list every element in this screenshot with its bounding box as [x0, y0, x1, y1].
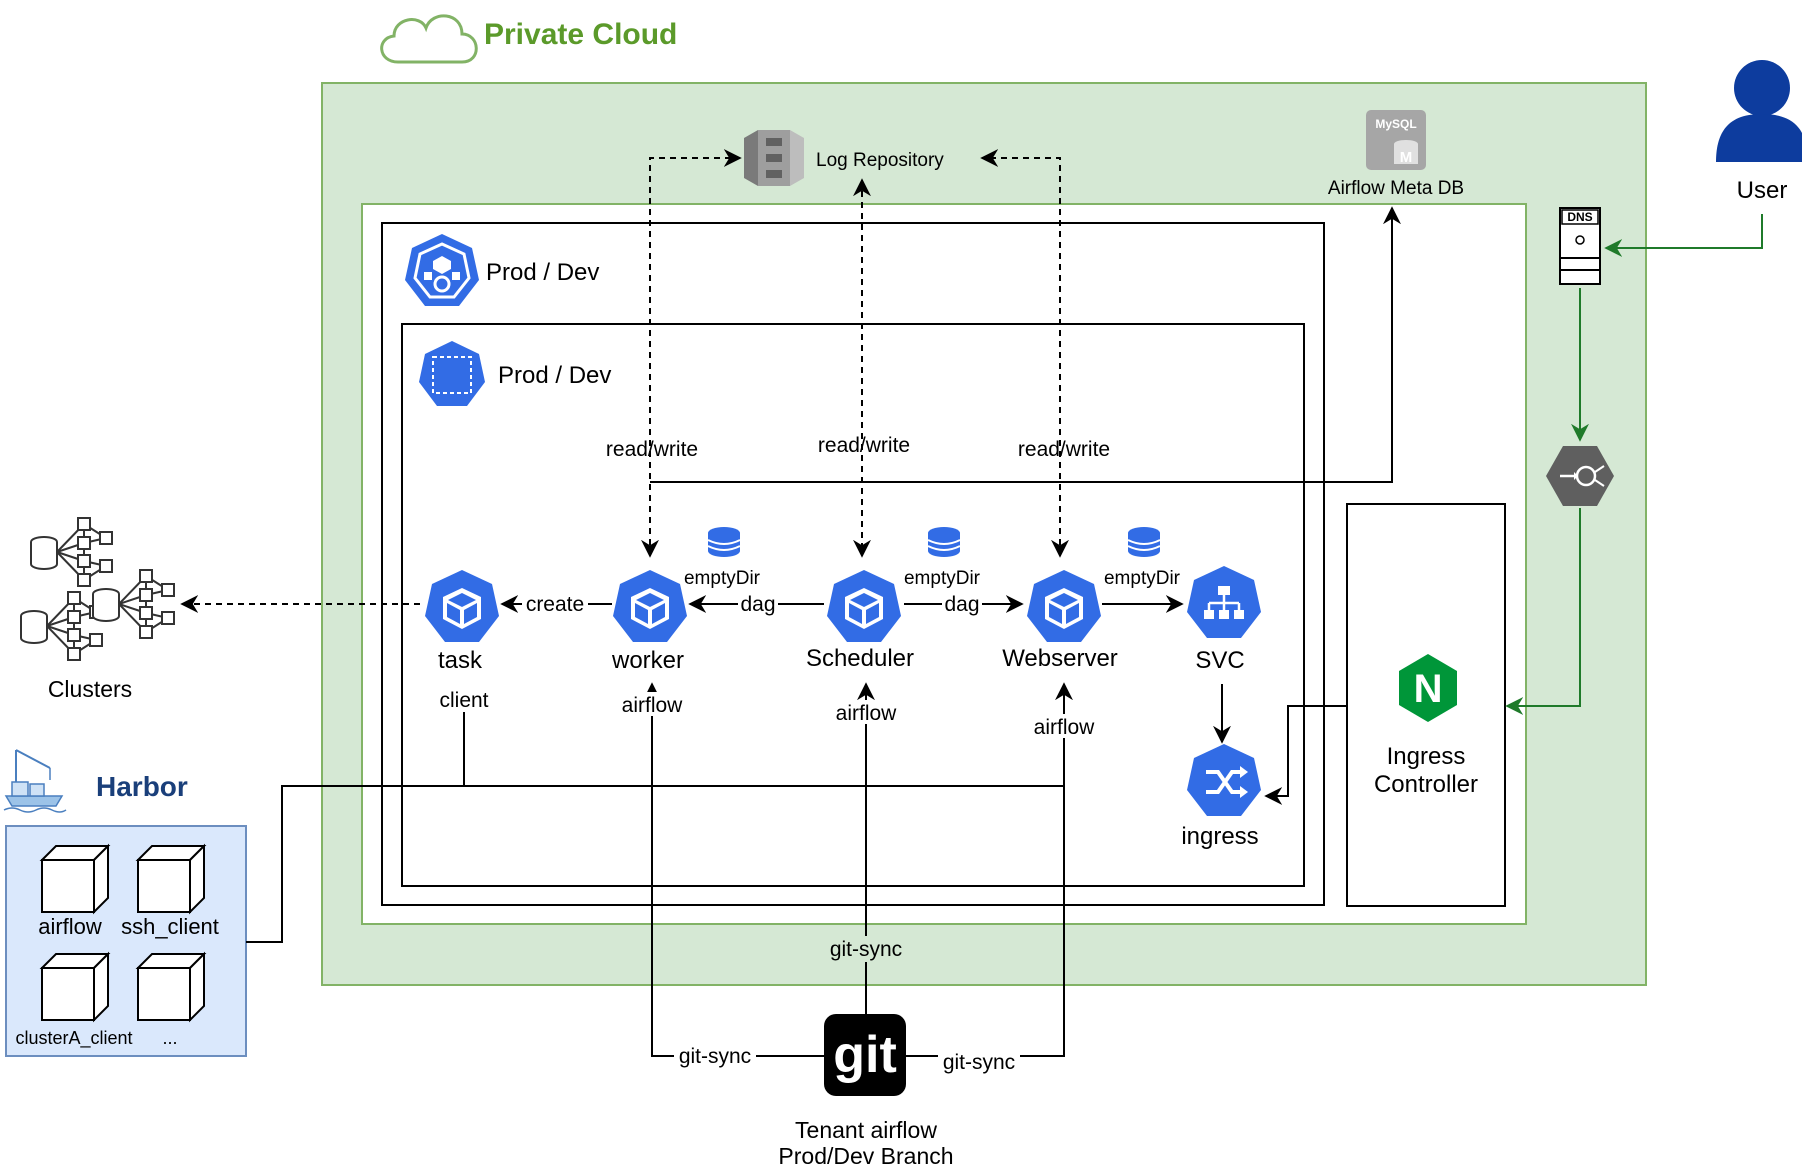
webserver-git-sync-label: git-sync — [943, 1051, 1015, 1074]
scheduler-label: Scheduler — [806, 645, 914, 672]
tenant-label-1: Tenant airflow — [795, 1117, 937, 1143]
ingress-label: ingress — [1181, 823, 1258, 850]
svc-icon — [1187, 566, 1261, 638]
harbor-item-clustera-client: clusterA_client — [15, 1028, 132, 1049]
nginx-letter: N — [1414, 667, 1443, 711]
worker-emptydir-icon — [707, 526, 741, 558]
harbor-title: Harbor — [96, 771, 188, 802]
cloud-icon — [380, 14, 478, 64]
dns-label: DNS — [1567, 210, 1592, 224]
storage-bucket-icon — [744, 130, 804, 186]
scheduler-airflow-label: airflow — [836, 702, 898, 725]
cluster-namespace-label: Prod / Dev — [486, 259, 599, 286]
namespace-label: Prod / Dev — [498, 362, 611, 389]
tenant-label-2: Prod/Dev Branch — [778, 1143, 953, 1169]
svc-label: SVC — [1195, 647, 1244, 674]
task-label: task — [438, 647, 483, 674]
more-images-icon — [137, 953, 205, 1021]
webserver-label: Webserver — [1002, 645, 1118, 672]
meta-db-label: Airflow Meta DB — [1328, 178, 1464, 199]
scheduler-emptydir-label: emptyDir — [904, 568, 981, 589]
harbor-item-ssh-client: ssh_client — [121, 914, 219, 939]
webserver-readwrite-label: read/write — [1018, 438, 1110, 461]
harbor-item-airflow: airflow — [38, 914, 102, 939]
meta-db-connection — [650, 206, 1401, 483]
worker-git-sync-label: git-sync — [679, 1045, 751, 1068]
dns-server-icon: DNS — [1559, 207, 1601, 285]
git-icon: git — [824, 1014, 906, 1096]
ingress-controller-connection — [1264, 705, 1347, 805]
worker-emptydir-label: emptyDir — [684, 568, 761, 589]
ingress-controller-label-2: Controller — [1374, 771, 1478, 798]
load-balancer-icon — [1546, 446, 1614, 506]
webserver-emptydir-icon — [1127, 526, 1161, 558]
user-traffic-connections — [1505, 214, 1763, 715]
scheduler-readwrite-label: read/write — [818, 434, 910, 457]
webserver-emptydir-label: emptyDir — [1104, 568, 1181, 589]
user-icon — [1716, 60, 1802, 162]
log-repository-label: Log Repository — [816, 150, 944, 171]
mysql-label: MySQL — [1375, 117, 1416, 131]
ingress-controller-label-1: Ingress — [1387, 743, 1466, 770]
harbor-item-more: ... — [162, 1028, 177, 1048]
worker-readwrite-label: read/write — [606, 438, 698, 461]
scheduler-git-sync-label: git-sync — [830, 938, 902, 961]
worker-label: worker — [611, 647, 684, 674]
task-client-label: client — [439, 689, 488, 712]
webserver-airflow-label: airflow — [1034, 716, 1096, 739]
create-label: create — [526, 593, 584, 616]
webserver-dag-label: dag — [944, 593, 979, 616]
harbor-image-connection — [246, 682, 1073, 943]
log-readwrite-connections — [641, 149, 1069, 558]
namespace-icon — [419, 341, 485, 406]
nginx-icon: N — [1399, 654, 1457, 722]
scheduler-emptydir-icon — [927, 526, 961, 558]
ingress-icon — [1187, 744, 1261, 816]
clusters-label: Clusters — [48, 676, 132, 702]
git-logo-text: git — [833, 1026, 897, 1084]
private-cloud-title: Private Cloud — [484, 18, 677, 51]
worker-dag-label: dag — [740, 593, 775, 616]
ssh-client-image-icon — [137, 845, 205, 913]
clustera-client-image-icon — [41, 953, 109, 1021]
mysql-m-label: M — [1400, 149, 1413, 166]
harbor-icon — [3, 749, 67, 813]
clusters-icon — [20, 517, 175, 661]
user-label: User — [1737, 177, 1788, 204]
worker-airflow-label: airflow — [622, 694, 684, 717]
kubernetes-cluster-icon — [405, 234, 479, 306]
mysql-database-icon: MySQL M — [1366, 110, 1426, 170]
git-sync-worker-connection — [643, 682, 824, 1057]
airflow-image-icon — [41, 845, 109, 913]
